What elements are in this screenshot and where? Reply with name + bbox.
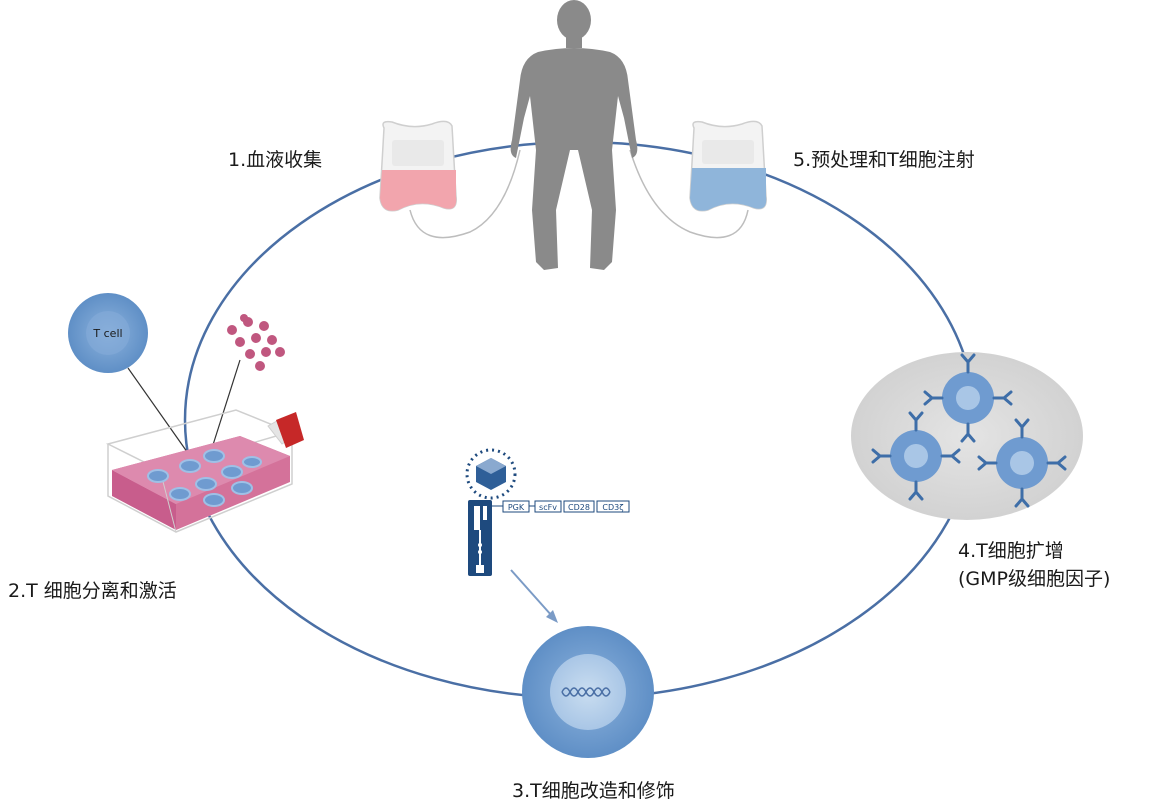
transduction-arrow [510, 569, 558, 623]
step1-label: 1.血液收集 [228, 149, 323, 171]
infusion-bag [689, 120, 767, 212]
blood-tube [409, 149, 521, 239]
human-silhouette [510, 0, 638, 270]
engineered-tcell [522, 626, 654, 758]
viral-vector [465, 448, 517, 500]
expanded-cells [871, 353, 1067, 508]
step3-label: 3.T细胞改造和修饰 [512, 780, 675, 802]
infusion-tube [629, 149, 749, 239]
tcell-callout [68, 293, 148, 373]
segment-label-cd28: CD28 [568, 503, 590, 512]
tcell-pointer-line [127, 367, 191, 457]
culture-flask [105, 409, 304, 533]
vector-construct [468, 500, 492, 576]
step2-label: 2.T 细胞分离和激活 [8, 580, 177, 602]
step4-label: 4.T细胞扩增 (GMP级细胞因子) [958, 540, 1111, 590]
blood-collection-bag [379, 120, 457, 212]
beads-pointer-line [211, 359, 241, 449]
tcell-callout-label: T cell [92, 327, 122, 340]
activation-beads [227, 314, 285, 371]
segment-label-pgk: PGK [508, 503, 525, 512]
segment-label-scfv: scFv [539, 503, 557, 512]
step5-label: 5.预处理和T细胞注射 [793, 149, 975, 171]
segment-label-cd3z: CD3ζ [602, 503, 623, 512]
